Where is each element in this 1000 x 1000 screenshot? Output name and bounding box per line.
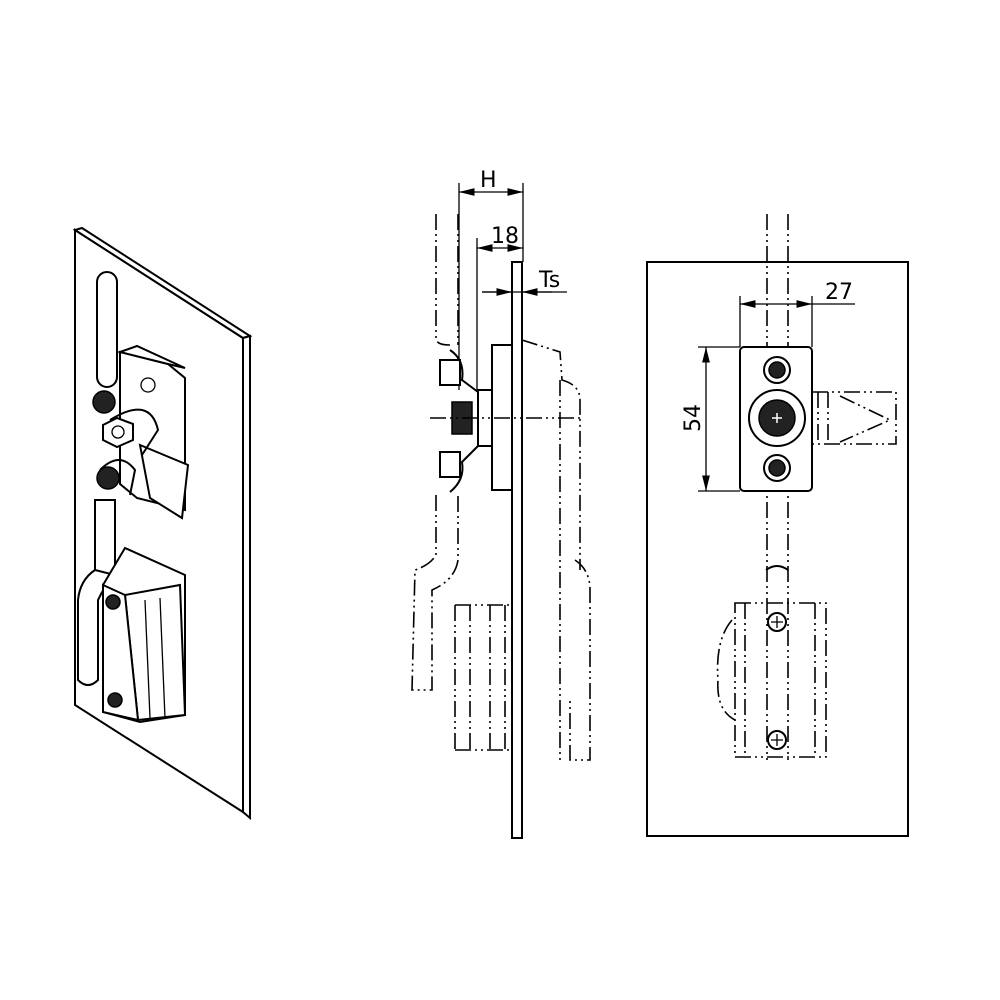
screw-icon (105, 594, 121, 610)
dimension-label-18: 18 (491, 224, 519, 249)
side-view: H 18 Ts (411, 168, 591, 839)
phantom-keeper-front (716, 602, 827, 758)
rod-middle (94, 499, 116, 576)
phantom-lever-front (812, 391, 897, 445)
rod-top (96, 271, 118, 388)
bolt-icon (439, 359, 461, 386)
screw-icon (107, 692, 123, 708)
nut-icon (92, 390, 116, 414)
nut-icon (96, 466, 120, 490)
dimension-label-27: 27 (825, 280, 853, 305)
bolt-icon (439, 451, 461, 478)
hex-nut-icon (102, 416, 134, 449)
phantom-keeper (454, 604, 512, 751)
lever-handle (138, 443, 190, 520)
dimension-label-ts: Ts (538, 268, 560, 293)
dimension-label-h: H (480, 168, 497, 193)
dimension-label-54: 54 (681, 404, 706, 432)
panel-side-edge (242, 334, 251, 821)
sheet-plate (511, 261, 523, 839)
screw-icon (140, 377, 156, 393)
phantom-lever (521, 339, 591, 761)
front-view: 27 54 (646, 214, 909, 837)
isometric-view (72, 226, 253, 821)
phantom-rod-bottom (411, 495, 459, 691)
phantom-rod-top (435, 214, 459, 346)
